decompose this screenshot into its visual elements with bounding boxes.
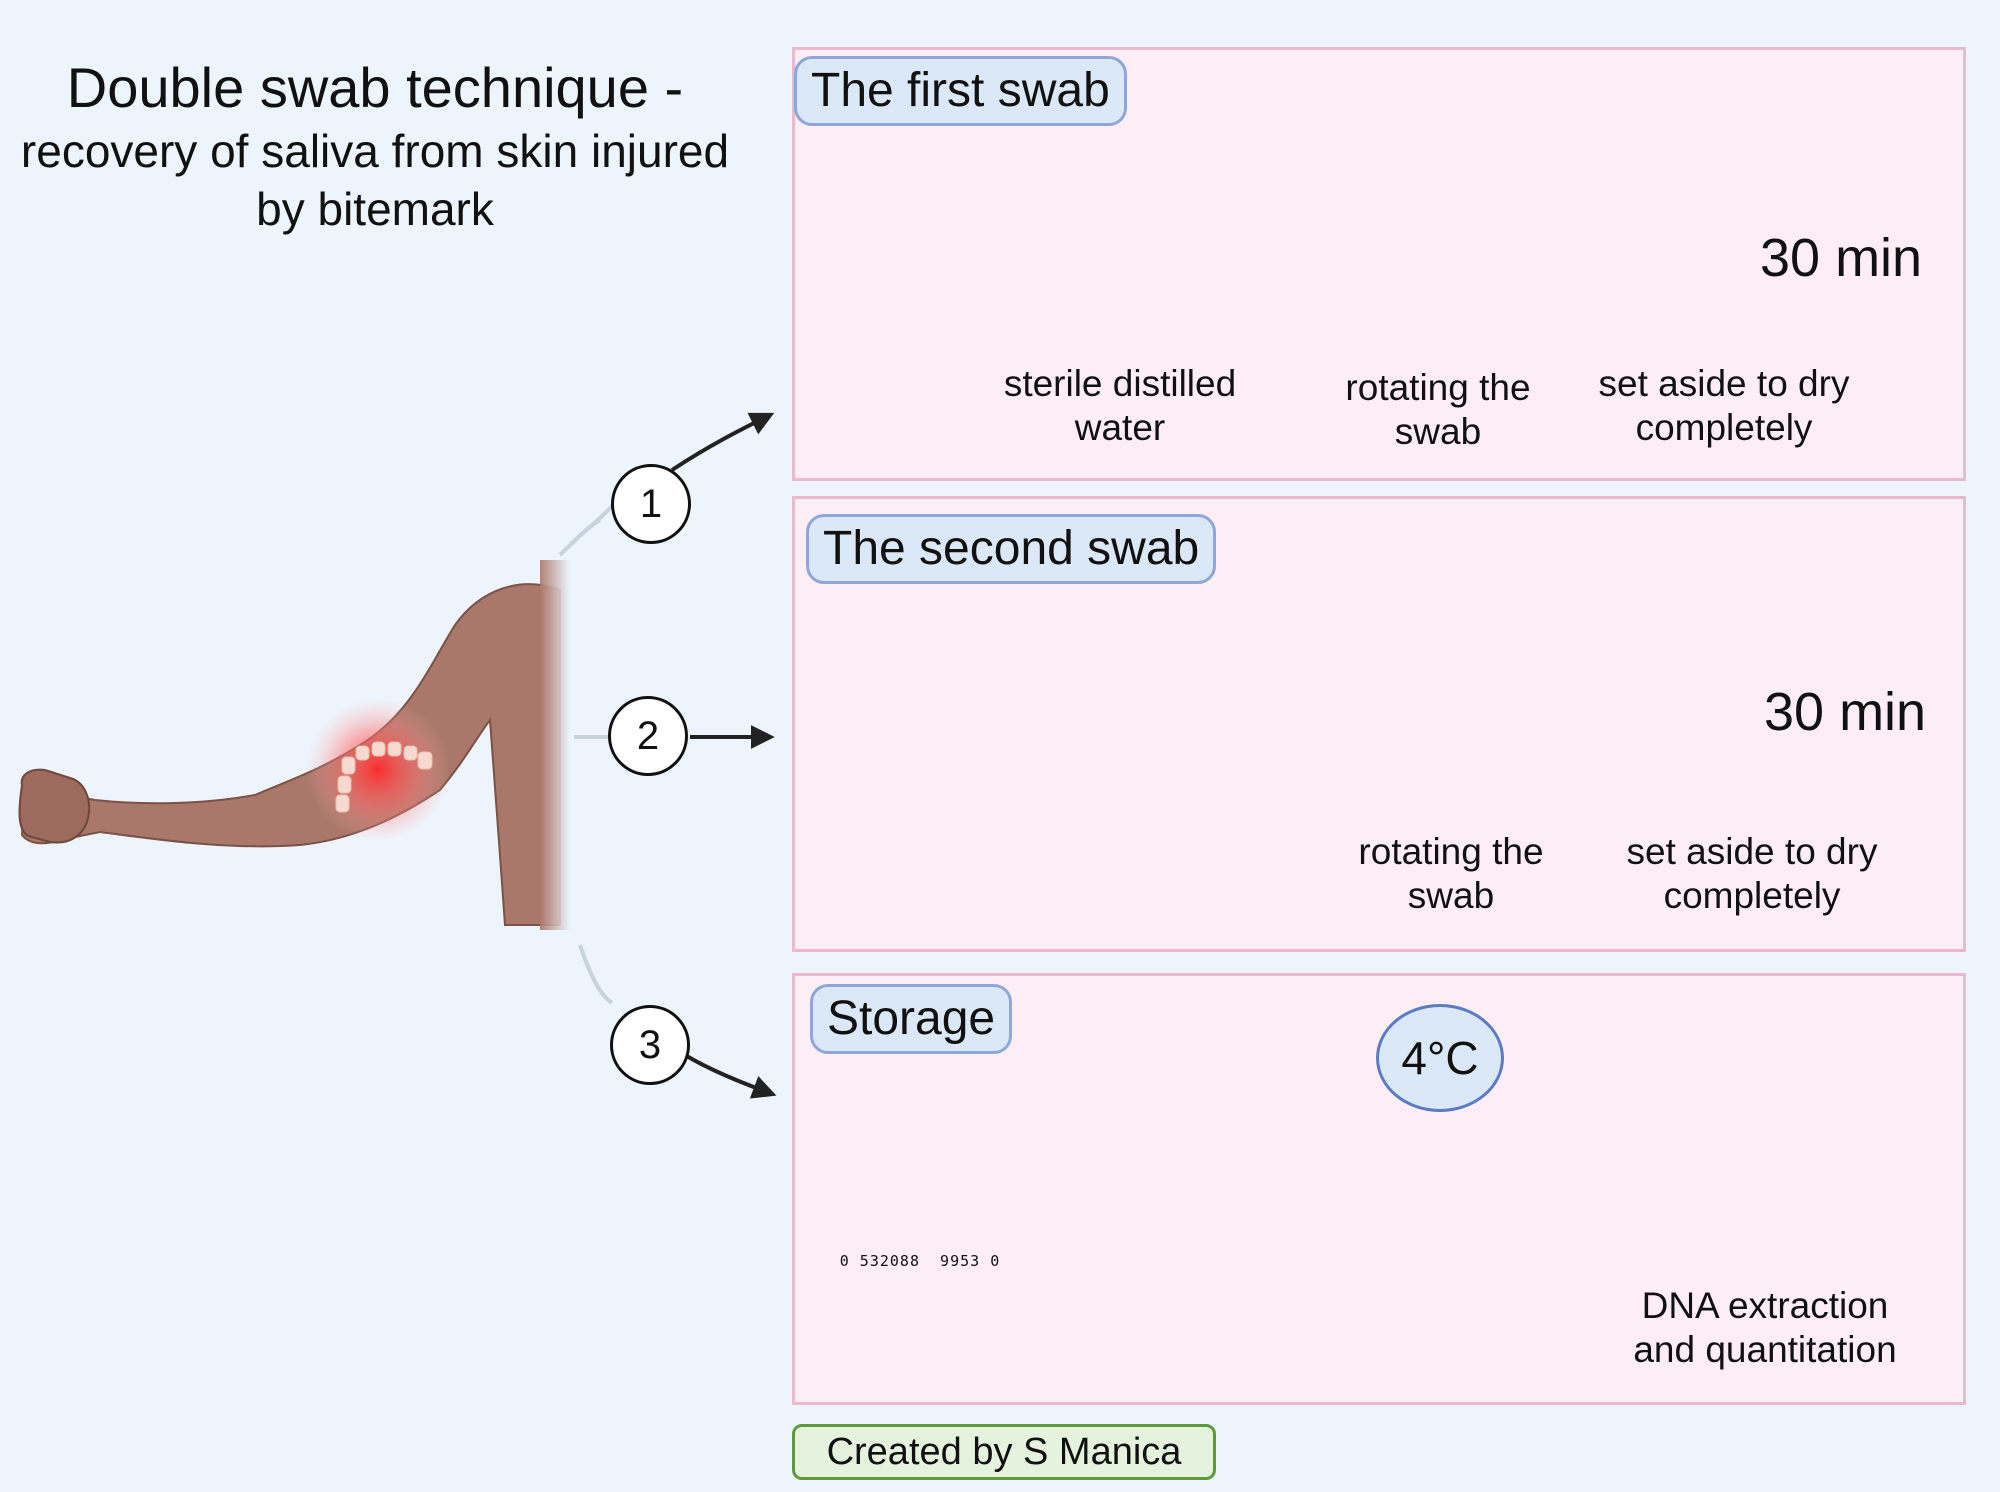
credit-label: Created by S Manica xyxy=(792,1424,1216,1480)
bitemark-glow xyxy=(306,698,450,842)
water-caption: sterile distilled water xyxy=(1003,363,1237,448)
step-3-circle: 3 xyxy=(610,1005,690,1085)
panel2-heading: The second swab xyxy=(806,514,1217,584)
dna-caption: DNA extraction and quantitation xyxy=(1633,1285,1897,1370)
timer-label-1: 30 min xyxy=(1760,228,1923,288)
panel3-heading: Storage xyxy=(810,984,1013,1054)
step-1-circle: 1 xyxy=(611,464,691,544)
rotate-caption-2: rotating the swab xyxy=(1358,831,1544,916)
step-2-circle: 2 xyxy=(608,696,688,776)
arm-illustration xyxy=(18,518,602,930)
timer-label-2: 30 min xyxy=(1764,682,1927,742)
rotate-caption-1: rotating the swab xyxy=(1345,367,1531,452)
step-connectors xyxy=(558,412,777,1099)
page-title: Double swab technique - xyxy=(66,56,684,119)
temperature-bubble: 4°C xyxy=(1376,1004,1504,1112)
page-subtitle: recovery of saliva from skin injured by … xyxy=(20,125,730,235)
panel1-heading: The first swab xyxy=(794,56,1127,126)
dry-caption-1: set aside to dry completely xyxy=(1598,363,1850,448)
barcode-number: 0 532088 9953 0 xyxy=(839,1252,1001,1270)
dry-caption-2: set aside to dry completely xyxy=(1626,831,1878,916)
